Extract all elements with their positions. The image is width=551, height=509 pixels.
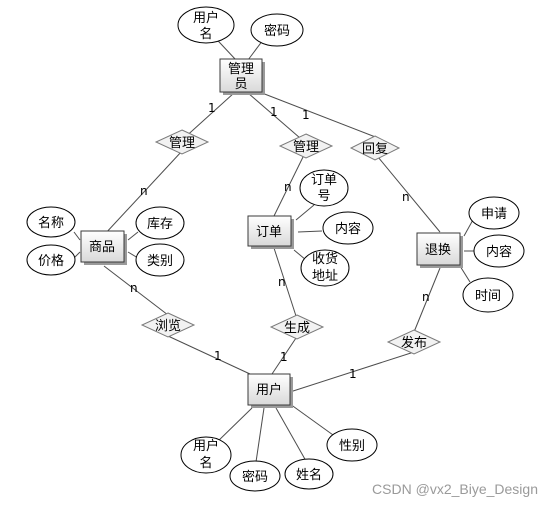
entity-order: 订单 [247, 215, 294, 249]
attr-admin-password: 密码 [250, 13, 304, 47]
edge-product-browse [103, 265, 169, 316]
attr-admin-username-line2: 名 [199, 26, 212, 42]
rel-reply: 回复 [349, 135, 401, 161]
attr-user-username: 用户 名 [180, 436, 232, 474]
attr-admin-username-line1: 用户 [193, 10, 219, 26]
edge-user-gender [289, 403, 341, 441]
attr-product-name: 名称 [26, 206, 76, 238]
attributes: 用户 名 密码 名称 价格 库存 类别 订单 号 [26, 6, 525, 492]
rel-publish: 发布 [386, 329, 442, 355]
entities: 管理 员 商品 订单 退换 用户 [80, 58, 463, 408]
rel-reply-label: 回复 [362, 142, 388, 157]
entity-refund-label: 退换 [425, 243, 451, 258]
edge-browse-user [167, 335, 251, 375]
edge-generate-user [271, 337, 297, 375]
edge-refund-time [459, 265, 471, 283]
rel-browse-label: 浏览 [155, 318, 181, 334]
attr-product-stock: 库存 [135, 206, 185, 240]
card-manage-order-order: n [284, 180, 292, 194]
attr-product-name-label: 名称 [38, 215, 64, 231]
attr-product-price-label: 价格 [38, 253, 64, 269]
attr-order-address-line1: 收货 [312, 251, 338, 267]
entity-admin: 管理 员 [219, 58, 265, 95]
attr-refund-time-label: 时间 [475, 289, 501, 304]
rel-manage-order: 管理 [278, 133, 334, 159]
attr-order-address-line2: 地址 [312, 269, 338, 284]
attr-refund-content: 内容 [473, 234, 525, 268]
entity-user: 用户 [247, 373, 293, 408]
attr-order-number-line1: 订单 [311, 173, 337, 188]
attr-user-gender: 性别 [326, 428, 378, 462]
attr-user-username-line1: 用户 [193, 438, 219, 454]
attr-product-category-label: 类别 [147, 254, 173, 269]
card-product-browse: n [130, 281, 138, 295]
edge-manage-product-product [103, 150, 183, 236]
attr-product-price: 价格 [26, 244, 76, 276]
attr-product-category: 类别 [135, 243, 185, 277]
entity-product-label: 商品 [89, 240, 115, 255]
entity-order-label: 订单 [256, 225, 282, 240]
edge-order-generate [273, 247, 297, 317]
rel-generate: 生成 [269, 314, 325, 340]
attr-user-password: 密码 [229, 460, 281, 492]
edge-order-address [293, 249, 307, 261]
attr-order-address: 收货 地址 [300, 249, 350, 287]
edge-reply-refund [377, 156, 441, 233]
rel-publish-label: 发布 [401, 335, 427, 351]
rel-generate-label: 生成 [284, 321, 310, 336]
rel-manage-product-label: 管理 [169, 136, 195, 151]
entity-refund: 退换 [416, 232, 463, 268]
attr-refund-apply: 申请 [468, 196, 520, 230]
attr-admin-username: 用户 名 [177, 6, 235, 44]
edge-order-content [297, 230, 323, 233]
edge-publish-user [289, 351, 415, 393]
attr-admin-password-label: 密码 [264, 23, 290, 39]
card-admin-manage-order: 1 [270, 105, 278, 119]
card-browse-user: 1 [214, 349, 222, 363]
edge-user-username [213, 407, 253, 446]
entity-admin-line1: 管理 [228, 62, 254, 77]
attr-user-name-label: 姓名 [296, 467, 322, 483]
entity-user-label: 用户 [256, 382, 282, 398]
cardinality-labels: 1 n 1 n 1 n n 1 n 1 n 1 [130, 101, 430, 381]
attr-refund-content-label: 内容 [486, 244, 512, 260]
card-order-generate: n [278, 275, 286, 289]
edge-admin-manage-order [247, 92, 301, 139]
attr-refund-apply-label: 申请 [481, 207, 507, 222]
relationships: 管理 管理 回复 浏览 生成 发布 [140, 129, 442, 355]
attr-user-name: 姓名 [284, 458, 334, 490]
edge-user-name [275, 407, 307, 462]
card-admin-manage-product: 1 [208, 101, 216, 115]
card-refund-publish: n [422, 290, 430, 304]
edge-refund-publish [413, 267, 441, 333]
card-generate-user: 1 [280, 350, 288, 364]
attr-order-number: 订单 号 [299, 169, 349, 207]
entity-product: 商品 [80, 230, 127, 265]
edge-product-stock [127, 231, 139, 241]
entity-admin-line2: 员 [234, 77, 247, 92]
rel-manage-order-label: 管理 [293, 140, 319, 155]
card-manage-product-product: n [140, 184, 148, 198]
edge-product-name [73, 231, 81, 241]
edge-admin-reply [261, 92, 379, 139]
attr-product-stock-label: 库存 [147, 216, 173, 232]
watermark: CSDN @vx2_Biye_Design [372, 481, 538, 497]
edge-admin-manage-product [181, 92, 235, 141]
attr-refund-time: 时间 [462, 277, 514, 313]
card-publish-user: 1 [349, 367, 357, 381]
edge-user-password [255, 407, 265, 463]
attr-user-password-label: 密码 [242, 469, 268, 485]
attr-order-number-line2: 号 [317, 189, 330, 204]
card-reply-refund: n [402, 190, 410, 204]
attr-order-content-label: 内容 [335, 221, 361, 237]
attr-user-gender-label: 性别 [339, 439, 365, 454]
attr-user-username-line2: 名 [199, 455, 212, 471]
edge-manage-order-order [273, 154, 305, 217]
rel-browse: 浏览 [140, 312, 196, 338]
rel-manage-product: 管理 [154, 129, 210, 155]
attr-order-content: 内容 [322, 211, 374, 245]
card-admin-reply: 1 [302, 108, 310, 122]
edge-order-number [295, 204, 315, 221]
